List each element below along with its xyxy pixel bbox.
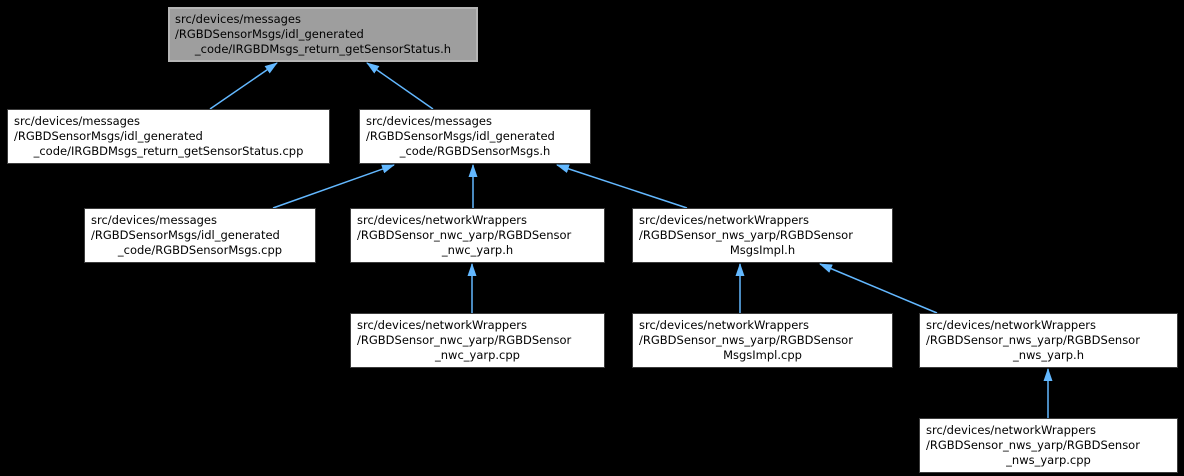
- node-label-line: _nwc_yarp.h: [441, 243, 514, 257]
- include-edge-rgbdsensormsgs-cpp-to-rgbdsensormsgs-h: [272, 164, 395, 209]
- node-label-line: src/devices/networkWrappers: [357, 213, 528, 227]
- node-label-line: /RGBDSensor_nwc_yarp/RGBDSensor: [357, 228, 572, 242]
- node-label-line: _code/IRGBDMsgs_return_getSensorStatus.h: [194, 42, 452, 56]
- node-label-line: src/devices/networkWrappers: [639, 318, 810, 332]
- graph-node-rgbdsensor-nwc-yarp-h[interactable]: src/devices/networkWrappers/RGBDSensor_n…: [350, 208, 605, 263]
- graph-node-rgbdsensormsgsimpl-cpp[interactable]: src/devices/networkWrappers/RGBDSensor_n…: [632, 313, 893, 368]
- graph-node-rgbdsensor-nws-yarp-h[interactable]: src/devices/networkWrappers/RGBDSensor_n…: [919, 313, 1178, 368]
- node-label-line: /RGBDSensorMsgs/idl_generated: [91, 228, 280, 242]
- node-label-line: src/devices/networkWrappers: [639, 213, 810, 227]
- node-label-line: /RGBDSensor_nwc_yarp/RGBDSensor: [357, 333, 572, 347]
- graph-node-irgbdmsgs-return-getsensorstatus-cpp[interactable]: src/devices/messages/RGBDSensorMsgs/idl_…: [7, 109, 330, 164]
- graph-node-irgbdmsgs-return-getsensorstatus-h[interactable]: src/devices/messages/RGBDSensorMsgs/idl_…: [168, 7, 478, 62]
- node-label-line: /RGBDSensorMsgs/idl_generated: [366, 129, 555, 143]
- include-edge-rgbdsensormsgs-h-to-irgbdmsgs-return-getsensorstatus-h: [366, 62, 434, 110]
- node-label-line: MsgsImpl.cpp: [723, 348, 802, 362]
- node-label-line: src/devices/messages: [14, 114, 140, 128]
- node-label-line: _code/IRGBDMsgs_return_getSensorStatus.c…: [33, 144, 304, 158]
- node-label-line: src/devices/messages: [91, 213, 217, 227]
- node-label-line: src/devices/networkWrappers: [926, 423, 1097, 437]
- graph-node-rgbdsensormsgsimpl-h[interactable]: src/devices/networkWrappers/RGBDSensor_n…: [632, 208, 893, 263]
- node-label-line: src/devices/messages: [366, 114, 492, 128]
- node-label-line: /RGBDSensor_nws_yarp/RGBDSensor: [639, 228, 853, 242]
- node-label-line: MsgsImpl.h: [729, 243, 796, 257]
- graph-node-rgbdsensormsgs-cpp[interactable]: src/devices/messages/RGBDSensorMsgs/idl_…: [84, 208, 316, 263]
- node-label-line: _code/RGBDSensorMsgs.h: [399, 144, 551, 158]
- node-label-line: /RGBDSensor_nws_yarp/RGBDSensor: [926, 333, 1140, 347]
- graph-node-rgbdsensor-nwc-yarp-cpp[interactable]: src/devices/networkWrappers/RGBDSensor_n…: [350, 313, 605, 368]
- node-label-line: _nwc_yarp.cpp: [435, 348, 520, 362]
- graph-node-rgbdsensor-nws-yarp-cpp[interactable]: src/devices/networkWrappers/RGBDSensor_n…: [919, 418, 1178, 473]
- node-label-line: _nws_yarp.cpp: [1006, 453, 1091, 467]
- graph-node-rgbdsensormsgs-h[interactable]: src/devices/messages/RGBDSensorMsgs/idl_…: [359, 109, 591, 164]
- node-label-line: src/devices/messages: [175, 12, 301, 26]
- node-label-line: _nws_yarp.h: [1012, 348, 1084, 362]
- node-label-line: src/devices/networkWrappers: [926, 318, 1097, 332]
- include-edge-irgbdmsgs-return-getsensorstatus-cpp-to-irgbdmsgs-return-getsensorstatus-h: [209, 62, 278, 110]
- node-label-line: src/devices/networkWrappers: [357, 318, 528, 332]
- node-label-line: _code/RGBDSensorMsgs.cpp: [117, 243, 283, 257]
- node-label-line: /RGBDSensor_nws_yarp/RGBDSensor: [639, 333, 853, 347]
- node-label-line: /RGBDSensor_nws_yarp/RGBDSensor: [926, 438, 1140, 452]
- node-label-line: /RGBDSensorMsgs/idl_generated: [175, 27, 364, 41]
- node-label-line: /RGBDSensorMsgs/idl_generated: [14, 129, 203, 143]
- include-edge-rgbdsensormsgsimpl-h-to-rgbdsensormsgs-h: [556, 164, 688, 209]
- include-edge-rgbdsensor-nws-yarp-h-to-rgbdsensormsgsimpl-h: [819, 263, 938, 314]
